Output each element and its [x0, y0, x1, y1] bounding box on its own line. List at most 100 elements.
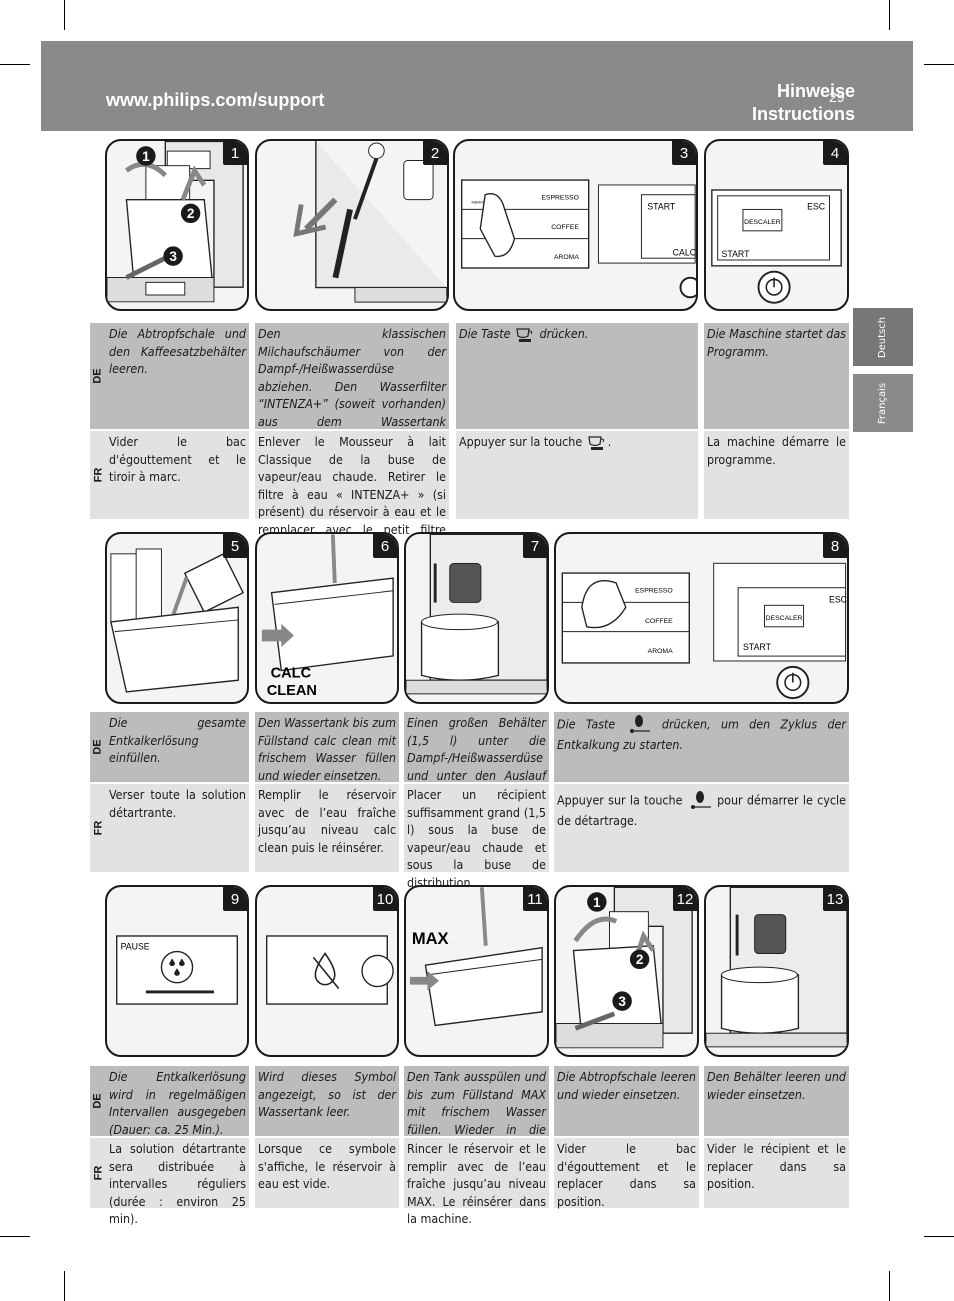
step-1-de: Die Abtropfschale und den Kaffeesatzbehä…	[106, 323, 249, 429]
step-11-de: Den Tank ausspülen und bis zum Füllstand…	[404, 1066, 549, 1154]
step-12-fr: Vider le bac d'égouttement et le replace…	[554, 1138, 699, 1209]
step-badge: 5	[223, 534, 247, 558]
bean-button-press-illustration: ESPRESSO COFFEE AROMA DESCALER ESC START	[561, 562, 847, 700]
crop-mark	[889, 0, 890, 30]
step-7-fr: Placer un récipient suffisamment grand (…	[404, 784, 549, 890]
step-4-illustration: DESCALER ESC START 4	[704, 139, 849, 311]
step-8-fr: Appuyer sur la touche pour démarrer le c…	[554, 784, 849, 872]
support-url[interactable]: www.philips.com/support	[106, 90, 325, 110]
step-9-fr: La solution détartrante sera distribuée …	[106, 1138, 249, 1226]
label-max: MAX	[412, 929, 449, 948]
step-badge: 8	[823, 534, 847, 558]
crop-mark	[64, 1271, 65, 1301]
tab-deutsch[interactable]: Deutsch	[853, 308, 913, 366]
step-13-illustration: 13	[704, 885, 849, 1057]
step-3-fr-before: Appuyer sur la touche	[459, 434, 583, 449]
step-7-illustration: 7	[404, 532, 549, 704]
pour-descaler-illustration	[110, 548, 245, 693]
step-badge: 2	[423, 141, 447, 165]
step-badge: 7	[523, 534, 547, 558]
lang-label-fr: FR	[90, 1138, 106, 1208]
step-badge: 3	[672, 141, 696, 165]
tab-francais-label: Français	[877, 382, 889, 424]
section-title: Hinweise Instructions	[752, 80, 855, 126]
step-6-illustration: CALC CLEAN 6	[255, 532, 399, 704]
step-8-de-before: Die Taste	[557, 716, 616, 732]
step-6-fr: Remplir le réservoir avec de l’eau fraîc…	[255, 784, 399, 872]
coffee-bean-icon	[629, 715, 650, 733]
step-4-fr: La machine démarre le programme.	[704, 431, 849, 519]
empty-tank-symbol-illustration	[266, 935, 394, 1005]
step-1-fr: Vider le bac d'égouttement et le tiroir …	[106, 431, 249, 519]
step-badge: 6	[373, 534, 397, 558]
label-coffee: COFFEE	[551, 224, 579, 231]
step-1-illustration: 1 2 3 1	[105, 139, 249, 311]
memo-cup-icon	[516, 327, 533, 342]
step-11-fr: Rincer le réservoir et le remplir avec d…	[404, 1138, 549, 1226]
title-line-de: Hinweise	[776, 81, 855, 101]
step-13-de: Den Behälter leeren und wieder einsetzen…	[704, 1066, 849, 1136]
label-start: START	[647, 201, 676, 211]
label-start: START	[743, 642, 772, 652]
callout-2: 2	[187, 206, 195, 221]
descaler-display-illustration: DESCALER ESC START	[711, 189, 842, 304]
step-2-illustration: 2	[255, 139, 449, 311]
step-12-illustration: 1 2 3 12	[554, 885, 699, 1057]
step-8-fr-before: Appuyer sur la touche	[557, 792, 683, 808]
step-8-de-after: drücken, um den Zyklus der Entkalkung zu…	[557, 716, 846, 753]
callout-1: 1	[593, 895, 601, 910]
label-esc: ESC	[807, 201, 825, 211]
label-calc: CALC	[673, 247, 696, 257]
step-5-de: Die gesamte Entkalkerlösung einfüllen.	[106, 712, 249, 782]
label-aroma: AROMA	[648, 648, 673, 655]
label-calc-clean-1: CALC	[271, 665, 312, 681]
step-5-illustration: 5	[105, 532, 249, 704]
coffee-bean-icon	[690, 791, 711, 809]
step-10-de: Wird dieses Symbol angezeigt, so ist der…	[255, 1066, 399, 1136]
step-3-de-after: drücken.	[539, 326, 589, 341]
label-espresso: ESPRESSO	[635, 588, 673, 595]
step-2-de: Den klassischen Milchaufschäumer von der…	[255, 323, 449, 482]
step-badge: 11	[523, 887, 547, 911]
step-3-de-before: Die Taste	[459, 326, 511, 341]
page-header	[41, 41, 913, 131]
lang-label-fr: FR	[90, 784, 106, 872]
step-9-illustration: PAUSE 9	[105, 885, 249, 1057]
label-calc-clean-2: CLEAN	[267, 683, 317, 699]
empty-container-illustration	[706, 887, 847, 1048]
step-badge: 13	[823, 887, 847, 911]
lang-label-de: DE	[90, 323, 106, 429]
machine-drip-tray-illustration: 1 2 3	[107, 141, 244, 303]
step-3-de: Die Taste drücken.	[456, 323, 698, 429]
step-5-fr: Verser toute la solution détartrante.	[106, 784, 249, 872]
step-6-de: Den Wassertank bis zum Füllstand calc cl…	[255, 712, 399, 783]
label-memo: MEMO	[471, 200, 483, 205]
step-badge: 4	[823, 141, 847, 165]
step-9-de: Die Entkalkerlösung wird in regelmäßigen…	[106, 1066, 249, 1137]
title-line-fr: Instructions	[751, 104, 855, 124]
step-badge: 10	[373, 887, 397, 911]
step-3-illustration: ESPRESSO COFFEE AROMA MEMO START CALC 3	[453, 139, 698, 311]
step-10-fr: Lorsque ce symbole s'affiche, le réservo…	[255, 1138, 399, 1208]
crop-mark	[889, 1271, 890, 1301]
step-7-de: Einen großen Behälter (1,5 l) unter die …	[404, 712, 549, 800]
lang-label-fr: FR	[90, 431, 106, 519]
lang-label-de: DE	[90, 712, 106, 782]
step-8-illustration: ESPRESSO COFFEE AROMA DESCALER ESC START…	[554, 532, 849, 704]
label-espresso: ESPRESSO	[541, 195, 579, 202]
label-esc: ESC	[829, 594, 847, 604]
callout-3: 3	[169, 249, 177, 264]
step-badge: 9	[223, 887, 247, 911]
tab-deutsch-label: Deutsch	[877, 316, 889, 358]
label-start: START	[722, 249, 751, 259]
fill-tank-max-illustration: MAX	[409, 887, 543, 1027]
callout-1: 1	[142, 149, 150, 164]
step-10-illustration: 10	[255, 885, 399, 1057]
label-pause: PAUSE	[121, 942, 150, 952]
container-under-spout-illustration	[406, 534, 547, 695]
label-descaler: DESCALER	[766, 615, 803, 622]
page-number: 29	[829, 89, 845, 105]
tab-francais[interactable]: Français	[853, 374, 913, 432]
step-12-de: Die Abtropfschale leeren und wieder eins…	[554, 1066, 699, 1136]
step-2-fr: Enlever le Mousseur à lait Classique de …	[255, 431, 449, 555]
